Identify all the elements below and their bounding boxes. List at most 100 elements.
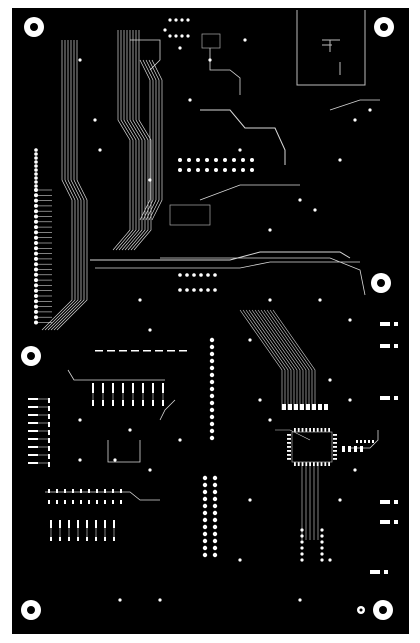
- fanout-trace: [269, 309, 313, 410]
- via: [320, 534, 324, 538]
- header-pin: [187, 158, 191, 162]
- header-pin: [232, 168, 236, 172]
- smd-pad: [394, 520, 398, 524]
- smd-pad: [119, 350, 127, 352]
- resistor: [59, 520, 61, 528]
- via: [300, 528, 304, 532]
- smd-pad: [48, 462, 50, 467]
- via: [248, 498, 252, 502]
- header-pin: [212, 475, 218, 481]
- bus-trace: [130, 30, 149, 251]
- header-pin: [209, 421, 215, 427]
- via: [168, 18, 172, 22]
- header-pin: [34, 294, 38, 298]
- resistor: [77, 537, 79, 541]
- header-pin: [178, 158, 182, 162]
- smd-pad: [356, 440, 358, 443]
- bus-trace: [50, 40, 82, 331]
- header-pin: [34, 203, 38, 208]
- smd-pad: [48, 422, 50, 427]
- smd-pad: [48, 398, 50, 403]
- via: [118, 598, 122, 602]
- via: [348, 318, 352, 322]
- header-pin: [212, 524, 218, 530]
- resistor: [102, 400, 104, 406]
- mounting-hole-mid-right: [371, 273, 391, 293]
- via: [174, 34, 178, 38]
- header-pin: [212, 489, 218, 495]
- fanout-trace: [239, 309, 283, 410]
- smd-pad: [28, 398, 38, 400]
- resistor: [112, 383, 114, 393]
- header-pin: [196, 158, 200, 162]
- smd-pad: [112, 489, 114, 493]
- via: [186, 18, 190, 22]
- header-pin: [241, 158, 245, 162]
- resistor: [113, 520, 115, 528]
- smd-pad: [104, 489, 106, 493]
- long-trace: [199, 184, 300, 201]
- header-pin: [209, 351, 215, 357]
- smd-pad: [143, 350, 151, 352]
- header-pin: [34, 225, 38, 230]
- resistor: [122, 383, 124, 393]
- header-pin: [209, 379, 215, 385]
- mounting-hole-mid-left: [21, 346, 41, 366]
- smd-pad: [112, 500, 114, 504]
- fanout-trace: [245, 309, 289, 410]
- header-pin: [202, 496, 208, 502]
- via: [138, 298, 142, 302]
- header-pin: [209, 337, 215, 343]
- ic-pin: [294, 462, 296, 466]
- via: [300, 558, 304, 562]
- header-pin: [209, 344, 215, 350]
- bus-trace: [145, 59, 157, 221]
- via: [248, 338, 252, 342]
- via: [320, 558, 324, 562]
- via: [328, 378, 332, 382]
- resistor: [77, 520, 79, 528]
- via: [353, 118, 357, 122]
- via: [268, 228, 272, 232]
- via: [338, 158, 342, 162]
- connector-outline-top-right: [296, 10, 366, 86]
- via: [298, 198, 302, 202]
- header-pin: [202, 482, 208, 488]
- resistor: [142, 400, 144, 406]
- smd-pad: [72, 489, 74, 493]
- smd-pad: [368, 440, 370, 443]
- resistor: [59, 537, 61, 541]
- ic-pin: [333, 450, 337, 452]
- via: [178, 46, 182, 50]
- header-pin: [34, 315, 38, 320]
- header-pin: [34, 172, 38, 176]
- via: [168, 34, 172, 38]
- bus-trace: [112, 30, 131, 251]
- smd-pad: [88, 489, 90, 493]
- resistor: [68, 537, 70, 541]
- header-pin: [202, 545, 208, 551]
- via: [338, 498, 342, 502]
- header-pin: [209, 386, 215, 392]
- smd-pad: [324, 404, 328, 410]
- ic-pin: [287, 434, 291, 436]
- header-pin: [34, 251, 38, 256]
- ic-pin: [333, 454, 337, 456]
- header-pin: [34, 148, 38, 152]
- header-pin: [34, 283, 38, 288]
- mounting-holes: [21, 17, 394, 620]
- via: [238, 148, 242, 152]
- ic-pin: [301, 428, 304, 432]
- header-pin: [209, 372, 215, 378]
- header-pin: [34, 241, 38, 245]
- smd-pad: [120, 489, 122, 493]
- smd-pad: [167, 350, 175, 352]
- ic-pin: [328, 462, 330, 466]
- via: [348, 398, 352, 402]
- fanout-trace: [260, 309, 304, 410]
- fanout-trace: [254, 309, 298, 410]
- ic-pin: [287, 458, 291, 460]
- header-pin: [34, 278, 38, 283]
- via: [78, 458, 82, 462]
- via: [178, 438, 182, 442]
